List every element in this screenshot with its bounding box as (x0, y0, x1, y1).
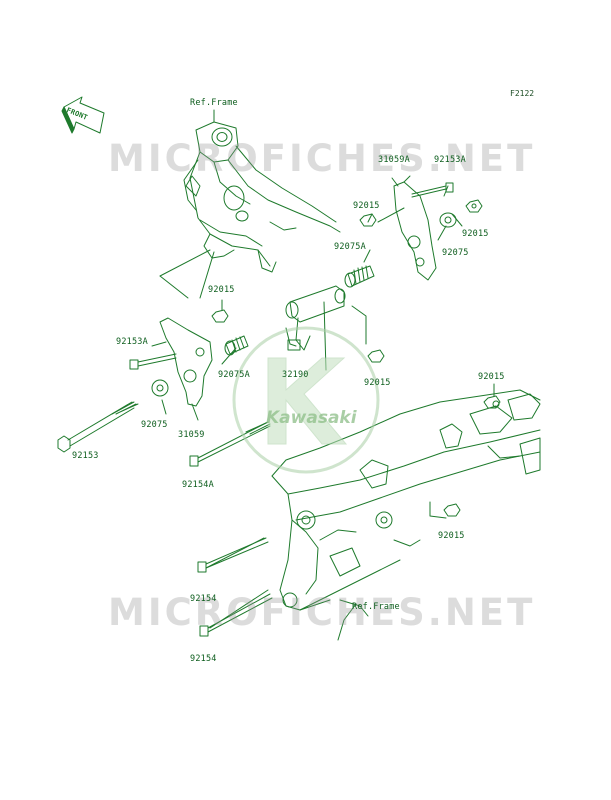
label-ref-frame-top: Ref.Frame (190, 98, 238, 108)
logo-text: Kawasaki (266, 408, 357, 428)
label-92075-right: 92075 (442, 248, 469, 258)
label-92015-d: 92015 (364, 378, 391, 388)
nut-92015-center-drawing (359, 213, 377, 227)
nut-92015-drawing (465, 199, 483, 213)
bracket-31059-drawing (159, 317, 213, 407)
lower-frame-drawing (271, 389, 541, 617)
label-32190: 32190 (282, 370, 309, 380)
watermark-bottom: MICROFICHES.NET (108, 591, 536, 634)
label-92075a-left: 92075A (218, 370, 250, 380)
label-92015-b: 92015 (462, 229, 489, 239)
ref-frame-lower-leader (337, 603, 357, 641)
washer-92075-left-drawing (151, 379, 169, 397)
kawasaki-logo-icon (232, 326, 380, 474)
label-92153a-right: 92153A (434, 155, 466, 165)
bolt-92154-upper-drawing (197, 537, 269, 573)
bolt-92154-lower-drawing (199, 593, 273, 637)
nut-92015-lower2-drawing (443, 503, 461, 517)
shaft-32190-drawing (285, 285, 346, 351)
nut-92015-lower-drawing (483, 395, 501, 409)
bracket-31059a-drawing (393, 175, 437, 281)
label-92015-f: 92015 (438, 531, 465, 541)
label-31059a: 31059A (378, 155, 410, 165)
bolt-92153a-right-drawing (411, 182, 454, 198)
bolt-92154a-drawing (189, 421, 271, 467)
label-92153a-left: 92153A (116, 337, 148, 347)
diagram-code: F2122 (510, 89, 535, 98)
label-92015-e: 92015 (478, 372, 505, 382)
washer-92075-right-drawing (439, 212, 457, 228)
label-92154-b: 92154 (190, 654, 217, 664)
label-92075-left: 92075 (141, 420, 168, 430)
bushing-92075a-left-drawing (224, 335, 249, 356)
bolt-92153-drawing (57, 401, 139, 453)
front-arrow-icon (61, 96, 105, 134)
label-92075a-right: 92075A (334, 242, 366, 252)
label-92015-a: 92015 (353, 201, 380, 211)
watermark-top: MICROFICHES.NET (108, 137, 536, 180)
label-ref-frame-bottom: Ref.Frame (352, 602, 400, 612)
label-31059: 31059 (178, 430, 205, 440)
bolt-92153a-left-drawing (129, 353, 177, 370)
label-92153: 92153 (72, 451, 99, 461)
nut-92015-mid-drawing (367, 349, 385, 363)
label-92015-c: 92015 (208, 285, 235, 295)
nut-92015-left-drawing (211, 309, 229, 323)
label-92154a: 92154A (182, 480, 214, 490)
bushing-92075a-right-drawing (344, 265, 375, 288)
label-92154-a: 92154 (190, 594, 217, 604)
